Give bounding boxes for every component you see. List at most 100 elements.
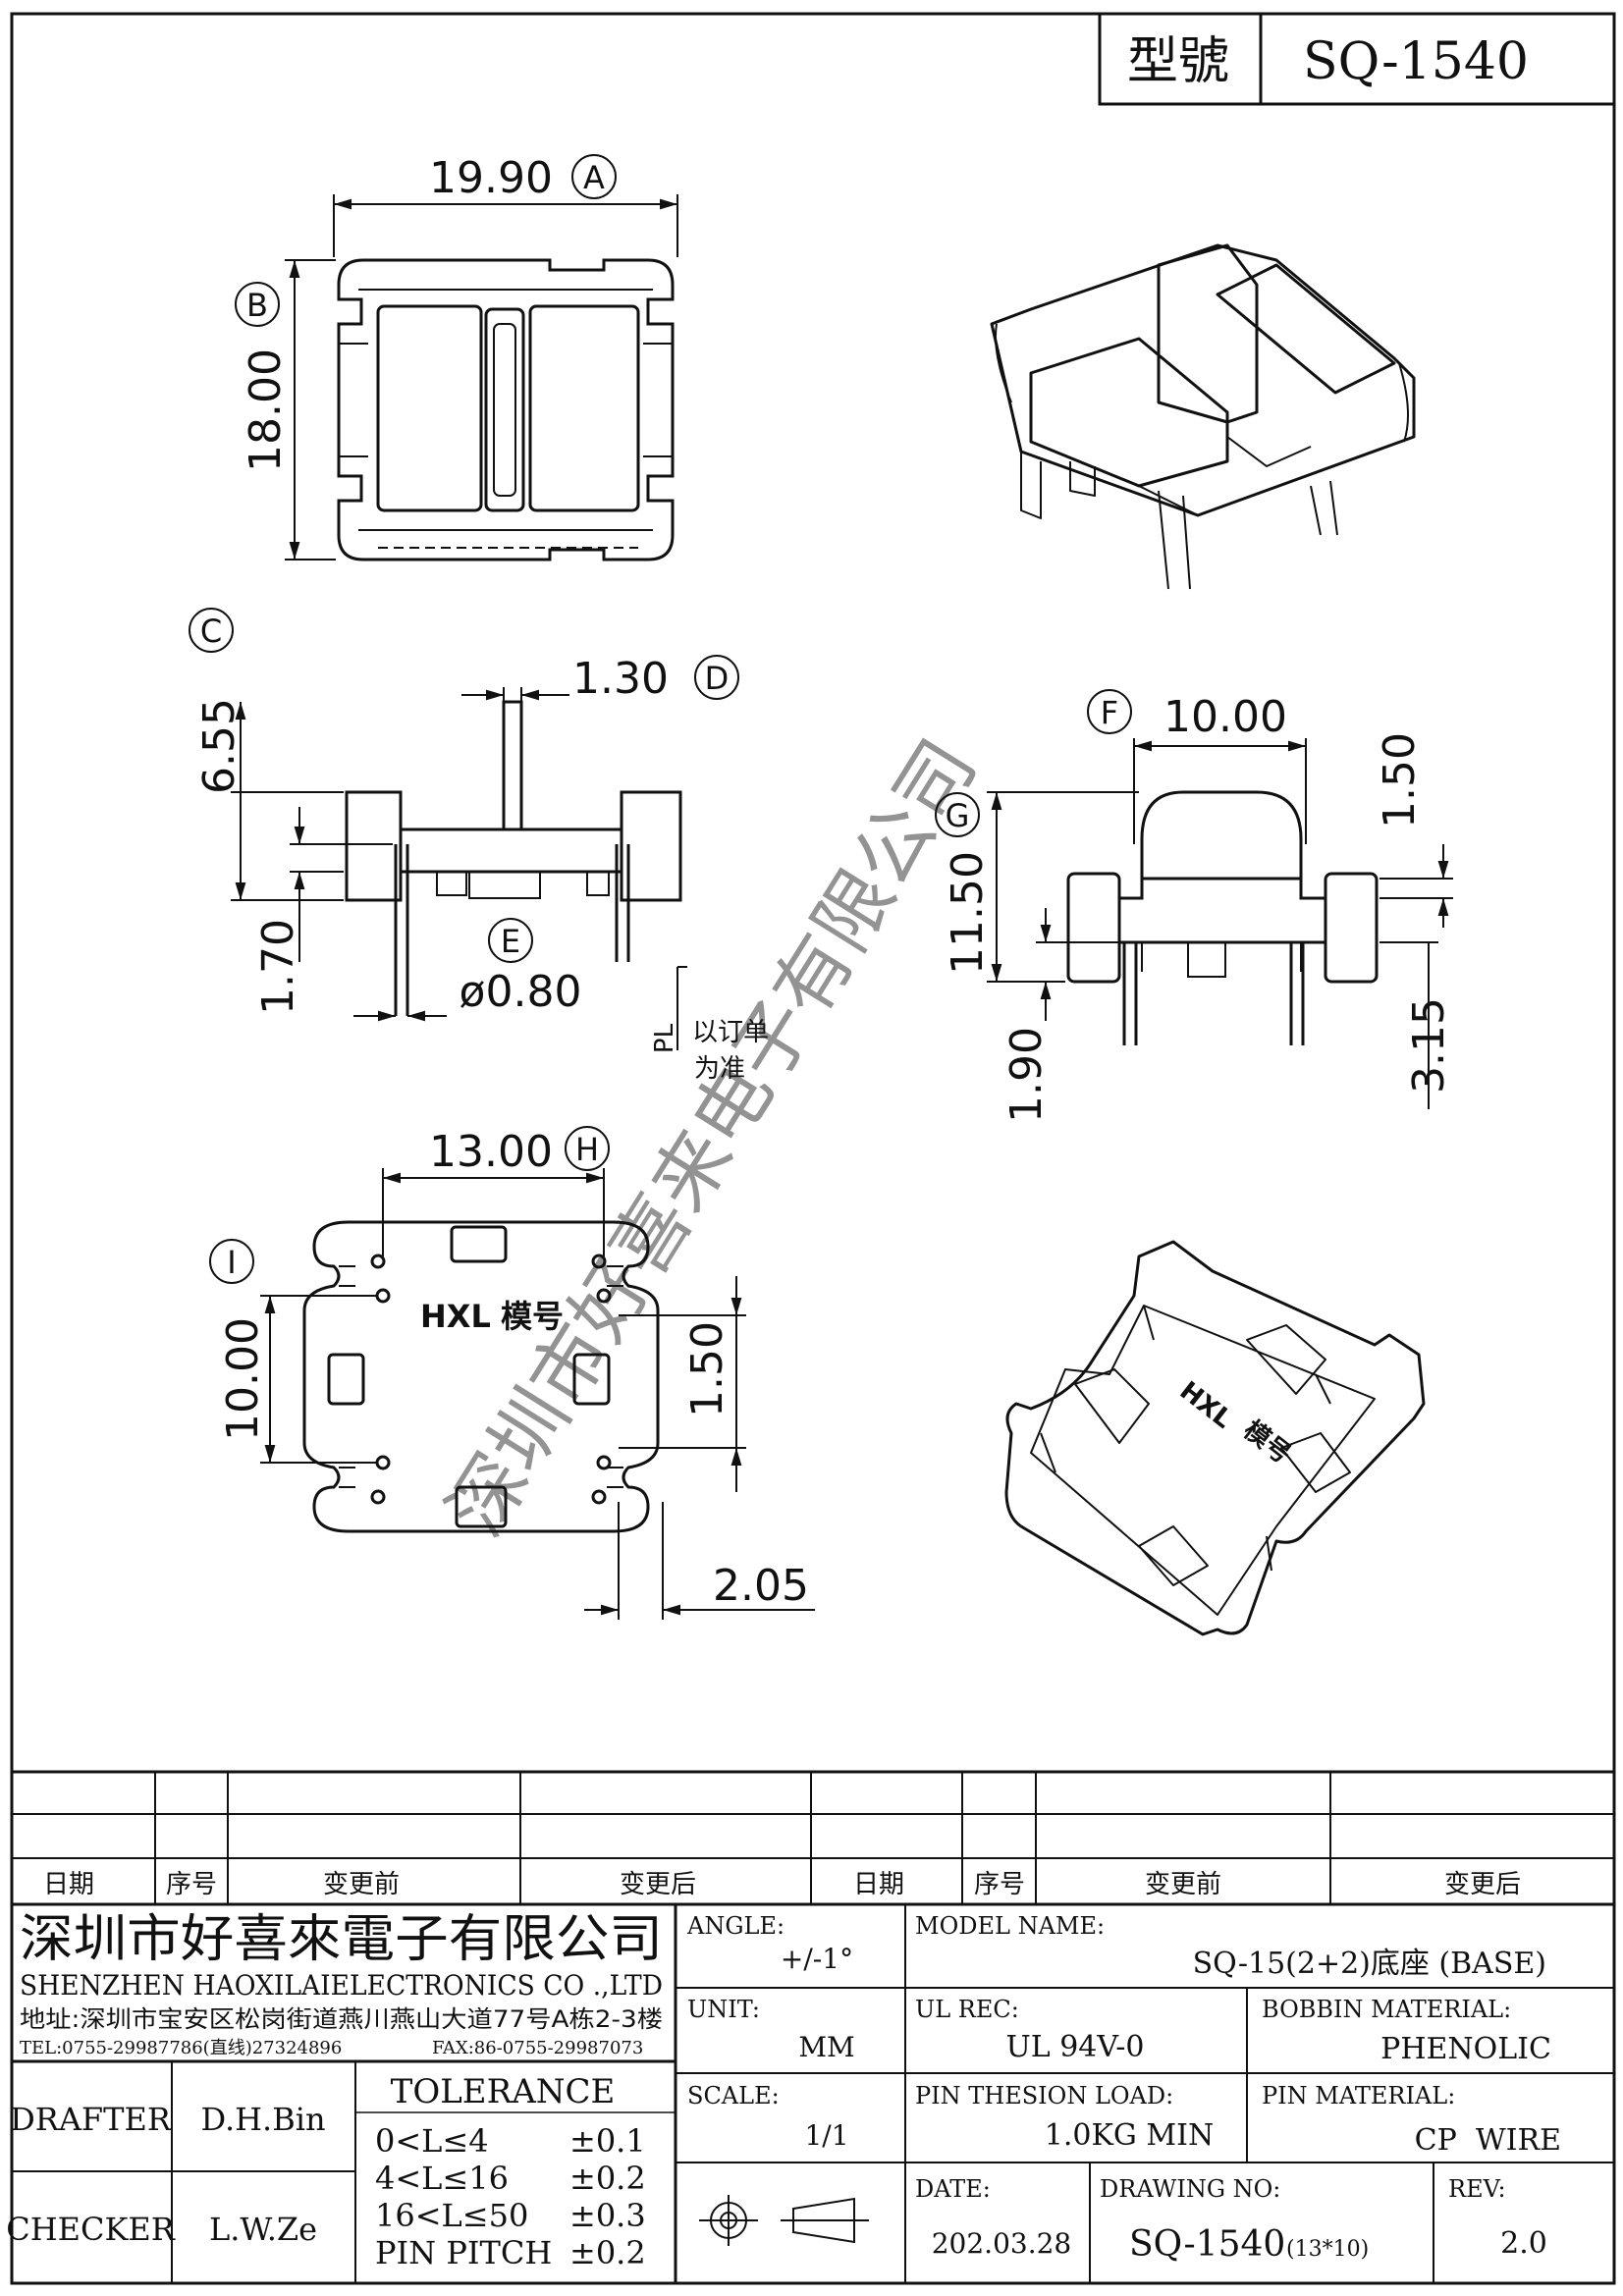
checker-label: CHECKER: [6, 2211, 176, 2248]
company-address: 地址:深圳市宝安区松岗街道燕川燕山大道77号A栋2-3楼: [20, 2005, 663, 2033]
side-view-dimensions: [231, 687, 687, 1050]
model-name-value: SQ-15(2+2)底座 (BASE): [1193, 1947, 1546, 1981]
mold-mark-logo: HXL: [420, 1298, 491, 1335]
parting-line-label: PL: [650, 1023, 679, 1053]
drafter-name: D.H.Bin: [200, 2101, 325, 2138]
tag-front-width: F: [1101, 694, 1118, 731]
rev-header-before-1: 变更前: [323, 1870, 400, 1899]
company-tel: TEL:0755-29987786(直线)27324896: [20, 2038, 342, 2058]
dim-bottom-slot: 1.50: [682, 1321, 732, 1417]
spec-column-right: BOBBIN MATERIAL: PHENOLIC PIN MATERIAL: …: [1100, 1996, 1561, 2265]
sheet-border: [10, 12, 1616, 2285]
dim-top-height: 18.00: [241, 348, 291, 472]
iso-mold-mark-number: 模号: [1238, 1415, 1296, 1470]
company-fax: FAX:86-0755-29987073: [432, 2038, 643, 2058]
spec-column-left: ANGLE: +/-1° UNIT: MM SCALE: 1/1: [686, 1912, 855, 2152]
side-view-labels: 6.55 C 1.30 D 1.70 E ø0.80 PL 以订单 为准: [189, 608, 769, 1084]
model-box-value: SQ-1540: [1303, 32, 1529, 91]
tag-top-height: B: [246, 287, 268, 324]
company-block: 深圳市好喜來電子有限公司 SHENZHEN HAOXILAIELECTRONIC…: [20, 1910, 663, 2058]
rev-header-before-2: 变更前: [1145, 1870, 1221, 1899]
pin-load-value: 1.0KG MIN: [1045, 2118, 1214, 2153]
projection-symbol-icon: [699, 2195, 869, 2246]
bottom-view: [302, 1220, 660, 1533]
scale-label: SCALE:: [687, 2082, 780, 2109]
mold-mark-number: 模号: [501, 1298, 564, 1335]
revision-table-headers: 日期 序号 变更前 变更后 日期 序号 变更前 变更后: [43, 1870, 1521, 1899]
tag-top-width: A: [583, 159, 605, 196]
dim-side-total: 6.55: [194, 698, 244, 794]
bottom-view-labels: 13.00 H 10.00 I 1.50 2.05: [209, 1126, 809, 1611]
dim-bottom-pitch-x: 13.00: [429, 1127, 553, 1177]
rev-header-seq-1: 序号: [166, 1870, 217, 1899]
unit-label: UNIT:: [687, 1996, 760, 2023]
scale-value: 1/1: [804, 2119, 848, 2152]
rev-header-seq-2: 序号: [974, 1870, 1025, 1899]
front-view-dimensions: [987, 738, 1453, 1109]
ul-value: UL 94V-0: [1005, 2030, 1144, 2064]
model-box: 型號 SQ-1540: [1098, 12, 1616, 106]
tag-bottom-pitch-x: H: [575, 1131, 599, 1168]
tag-side-wall: D: [705, 660, 730, 697]
dim-top-width: 19.90: [429, 153, 553, 203]
front-view-labels: 10.00 F 1.50 11.50 G 1.90 3.15: [935, 689, 1454, 1123]
title-block-grid: [12, 1904, 1614, 2283]
dim-front-width: 10.00: [1163, 692, 1287, 742]
company-name-en: SHENZHEN HAOXILAIELECTRONICS CO .,LTD: [20, 1969, 663, 2002]
date-value: 202.03.28: [932, 2227, 1072, 2260]
drafter-label: DRAFTER: [10, 2101, 172, 2138]
rev-value: 2.0: [1500, 2226, 1547, 2261]
tolerance-range-3: 16<L≤50: [375, 2197, 528, 2234]
iso-view-upper: [990, 243, 1416, 590]
tolerance-value-2: ±0.2: [569, 2160, 646, 2197]
iso-view-lower: [1004, 1240, 1426, 1636]
dim-front-height: 11.50: [943, 851, 993, 975]
rev-header-date-1: 日期: [43, 1870, 94, 1899]
checker-name: L.W.Ze: [209, 2211, 317, 2248]
iso-mold-mark-logo: HXL: [1174, 1376, 1237, 1435]
dim-front-pin: 3.15: [1404, 997, 1454, 1094]
date-label: DATE:: [915, 2175, 991, 2203]
side-view: [345, 700, 682, 1016]
tolerance-range-1: 0<L≤4: [375, 2122, 489, 2160]
bobbin-material-label: BOBBIN MATERIAL:: [1262, 1996, 1511, 2023]
pin-material-label: PIN MATERIAL:: [1262, 2082, 1455, 2109]
drawing-no-label: DRAWING NO:: [1100, 2175, 1280, 2203]
angle-value: +/-1°: [781, 1943, 853, 1975]
unit-value: MM: [798, 2031, 854, 2063]
tolerance-value-1: ±0.1: [569, 2122, 646, 2160]
angle-label: ANGLE:: [686, 1912, 784, 1940]
tag-front-height: G: [946, 797, 970, 834]
bottom-view-dimensions: [260, 1168, 815, 1620]
spec-column-middle: MODEL NAME: SQ-15(2+2)底座 (BASE) UL REC: …: [915, 1912, 1546, 2260]
tag-side-total: C: [200, 613, 222, 650]
rev-label: REV:: [1448, 2175, 1506, 2203]
side-note-line-2: 为准: [694, 1054, 745, 1084]
tolerance-title: TOLERANCE: [391, 2072, 616, 2111]
tolerance-range-4: PIN PITCH: [375, 2234, 552, 2271]
pin-load-label: PIN THESION LOAD:: [915, 2082, 1173, 2109]
dim-bottom-pitch-y: 10.00: [218, 1317, 268, 1441]
bobbin-material-value: PHENOLIC: [1380, 2032, 1551, 2066]
tolerance-value-4: ±0.2: [569, 2234, 646, 2271]
revision-table: [12, 1770, 1614, 1906]
model-box-label: 型號: [1127, 32, 1229, 91]
rev-header-date-2: 日期: [853, 1870, 904, 1899]
dim-front-step: 1.90: [1001, 1027, 1052, 1123]
front-view: [1066, 790, 1379, 1045]
top-view-dimensions: 19.90 A 18.00 B: [235, 153, 678, 561]
company-name-cn: 深圳市好喜來電子有限公司: [20, 1910, 663, 1969]
dim-front-right: 1.50: [1375, 732, 1425, 828]
dim-side-step: 1.70: [253, 919, 303, 1015]
tolerance-value-3: ±0.3: [569, 2197, 646, 2234]
people-block: DRAFTER D.H.Bin CHECKER L.W.Ze: [6, 2101, 325, 2248]
dim-side-pin: ø0.80: [460, 967, 582, 1017]
iso-view-lower-marking: HXL 模号: [1174, 1376, 1296, 1470]
rev-header-after-1: 变更后: [620, 1870, 696, 1899]
drawing-no-value: SQ-1540: [1129, 2224, 1285, 2265]
side-note-line-1: 以订单: [692, 1018, 769, 1047]
tolerance-block: TOLERANCE 0<L≤4 ±0.1 4<L≤16 ±0.2 16<L≤50…: [355, 2072, 676, 2271]
tolerance-range-2: 4<L≤16: [375, 2160, 509, 2197]
tag-side-pin: E: [501, 923, 520, 960]
